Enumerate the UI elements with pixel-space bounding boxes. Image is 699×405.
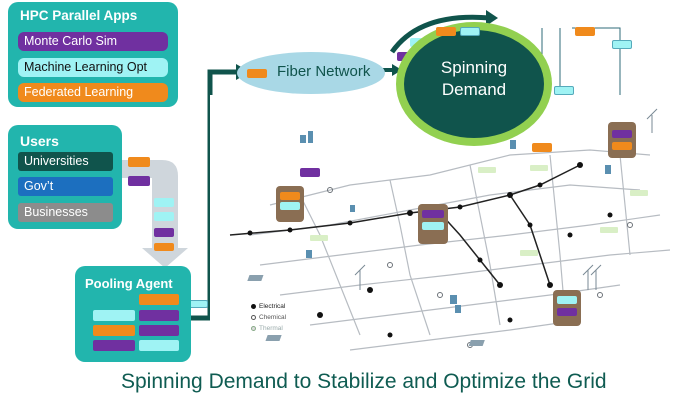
job-token bbox=[154, 243, 174, 251]
job-token bbox=[154, 198, 174, 207]
users-panel: Users Universities Gov’t Businesses bbox=[8, 125, 122, 229]
legend-chemical: Chemical bbox=[251, 314, 286, 321]
fiber-network: Fiber Network bbox=[237, 52, 385, 94]
pooled-job bbox=[93, 325, 135, 336]
job-token bbox=[188, 300, 208, 308]
user-businesses: Businesses bbox=[18, 203, 113, 222]
spinning-demand-line1: Spinning bbox=[440, 58, 508, 77]
app-federated-learning: Federated Learning bbox=[18, 83, 168, 102]
spin-arc-top bbox=[389, 14, 491, 54]
legend-thermal: Thermal bbox=[251, 325, 283, 332]
job-token bbox=[247, 69, 267, 78]
map-node-south bbox=[553, 290, 581, 326]
chemical-dot-icon bbox=[251, 314, 256, 320]
job-token bbox=[154, 212, 174, 221]
app-machine-learning-opt: Machine Learning Opt bbox=[18, 58, 168, 77]
map-node-west bbox=[276, 186, 304, 222]
job-token bbox=[128, 176, 150, 186]
pooling-agent-title: Pooling Agent bbox=[85, 276, 173, 291]
app-monte-carlo: Monte Carlo Sim bbox=[18, 32, 168, 51]
users-title: Users bbox=[20, 133, 59, 149]
hpc-apps-title: HPC Parallel Apps bbox=[20, 8, 138, 23]
spinning-demand: Spinning Demand bbox=[404, 30, 544, 138]
user-govt: Gov’t bbox=[18, 177, 113, 196]
job-token bbox=[532, 143, 552, 152]
job-token bbox=[300, 168, 320, 177]
map-node-central bbox=[418, 204, 448, 244]
legend-electrical: Electrical bbox=[251, 303, 285, 310]
job-token bbox=[436, 27, 456, 36]
job-token bbox=[128, 157, 150, 167]
pooled-job bbox=[139, 310, 179, 321]
pooled-job bbox=[139, 294, 179, 305]
spinning-demand-line2: Demand bbox=[441, 80, 507, 99]
map-node-northeast bbox=[608, 122, 636, 158]
fiber-network-label: Fiber Network bbox=[277, 63, 371, 80]
pooling-agent-panel: Pooling Agent bbox=[75, 266, 191, 362]
job-token bbox=[575, 27, 595, 36]
electrical-dot-icon bbox=[251, 303, 256, 309]
job-token bbox=[612, 40, 632, 49]
job-token bbox=[460, 27, 480, 36]
slide-title: Spinning Demand to Stabilize and Optimiz… bbox=[121, 370, 607, 393]
pooled-job bbox=[93, 310, 135, 321]
hpc-apps-panel: HPC Parallel Apps Monte Carlo Sim Machin… bbox=[8, 2, 178, 107]
job-token bbox=[154, 228, 174, 237]
job-token bbox=[554, 86, 574, 95]
pooled-job bbox=[139, 325, 179, 336]
thermal-dot-icon bbox=[251, 325, 256, 331]
pooled-job bbox=[93, 340, 135, 351]
user-universities: Universities bbox=[18, 152, 113, 171]
pooled-job bbox=[139, 340, 179, 351]
